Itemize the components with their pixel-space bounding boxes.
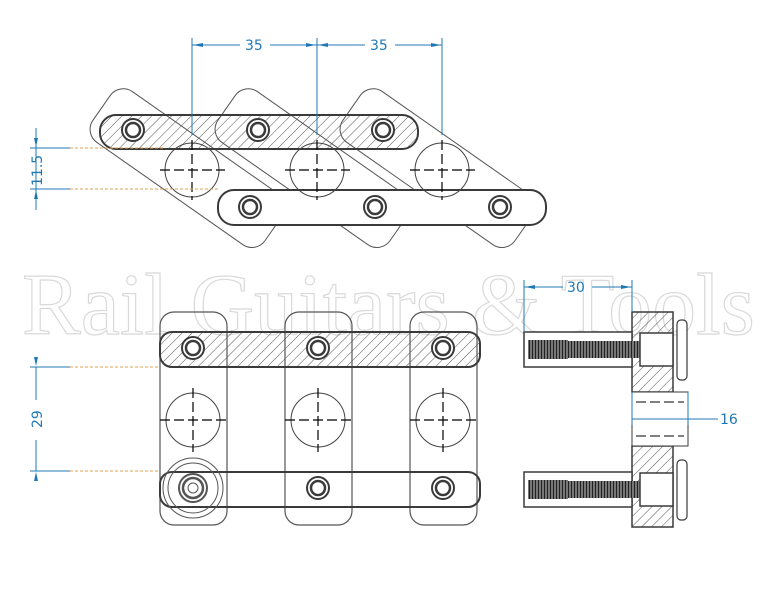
- front-bottom-rail: [159, 471, 481, 508]
- screw-lower: [523, 459, 688, 521]
- top-rail-holes: [121, 118, 395, 142]
- dim-screw-length: 30: [567, 280, 585, 296]
- side-dimensions: [523, 280, 718, 425]
- dim-rail-offset: 11.5: [30, 155, 46, 186]
- front-dimensions: [30, 366, 160, 472]
- diagonal-plates: [89, 88, 536, 248]
- screw-upper: [523, 319, 688, 381]
- bottom-rail-holes: [238, 195, 512, 219]
- dimension-arrows: [34, 43, 687, 481]
- front-view: [159, 311, 481, 526]
- dim-string-spacing-2: 35: [370, 38, 388, 54]
- vertical-plates: [159, 311, 478, 526]
- top-view: [89, 88, 547, 248]
- center-marks: [160, 140, 475, 200]
- knob-detail: [162, 457, 224, 519]
- dim-block-depth: 16: [720, 412, 738, 428]
- dim-string-spacing-1: 35: [245, 38, 263, 54]
- dim-rail-spacing: 29: [30, 410, 46, 428]
